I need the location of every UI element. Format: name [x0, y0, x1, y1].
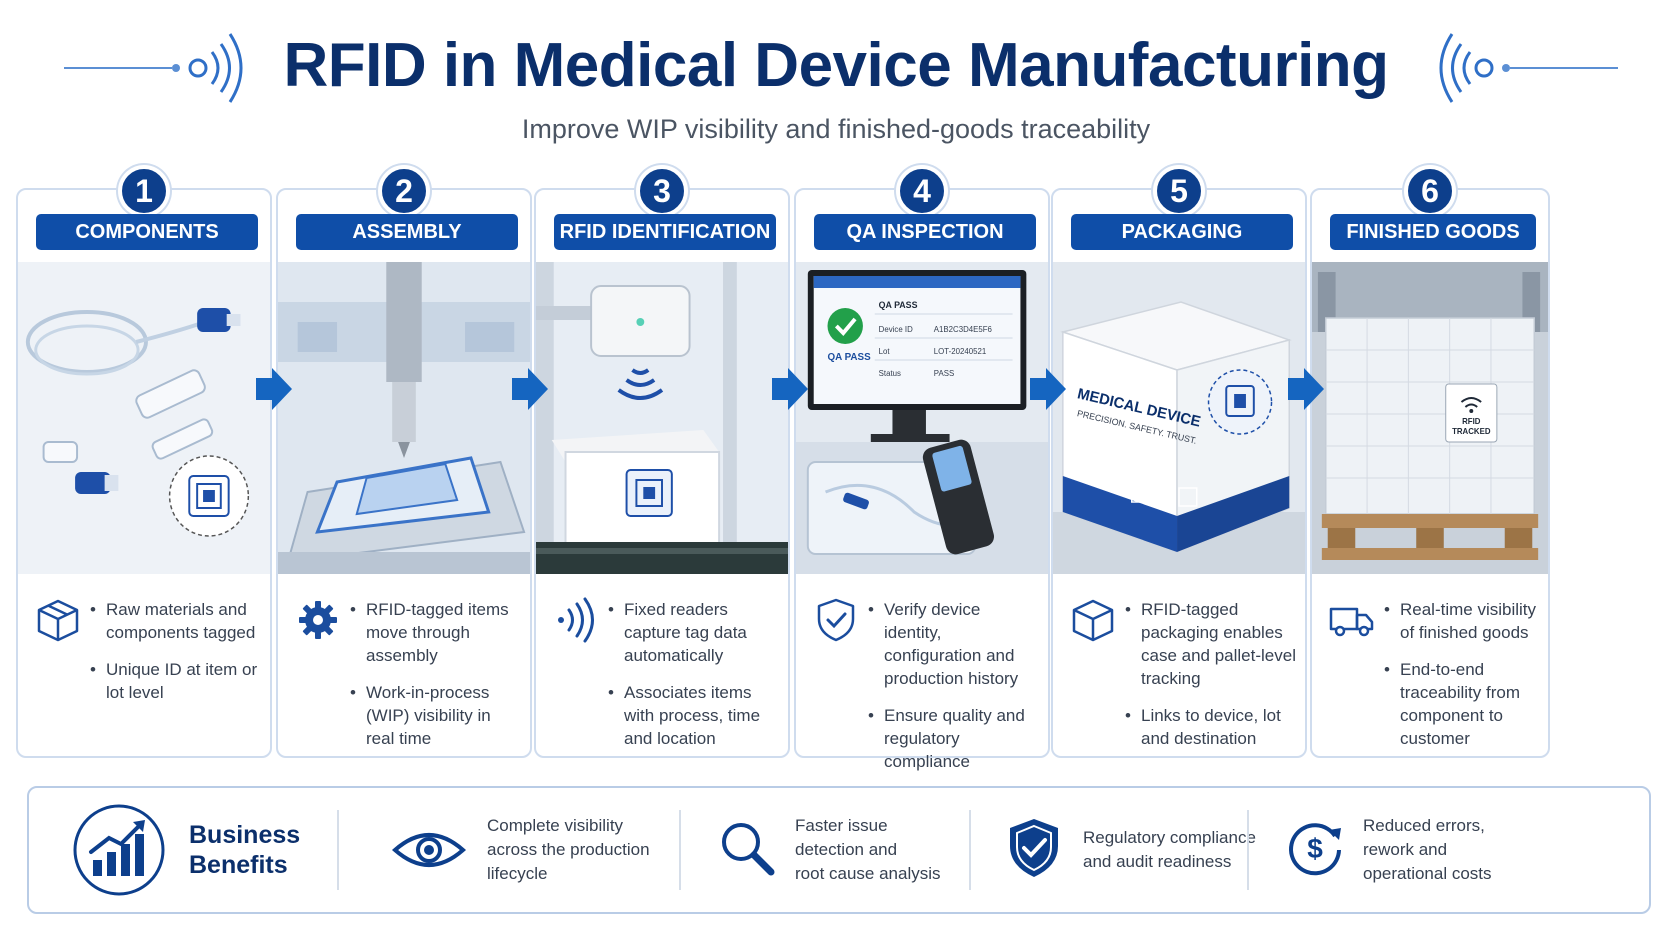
flow-arrow-icon: [512, 368, 548, 410]
magnifier-icon: [722, 823, 775, 876]
benefit-line: and audit readiness: [1083, 852, 1232, 871]
qa-inspection-illustration: QA PASS QA PASS Device ID A1B2C3D4E5F6 L…: [796, 262, 1048, 574]
step-number: 2: [378, 165, 430, 217]
package-icon: [37, 599, 79, 642]
screen-row-value: PASS: [934, 369, 954, 378]
step-description: Verify device identity, configuration an…: [806, 586, 1040, 771]
step-label: FINISHED GOODS: [1330, 214, 1536, 250]
bullet-item: RFID-tagged items move through assembly: [350, 598, 522, 667]
screen-row-key: Lot: [879, 347, 891, 356]
shield-check-icon: [817, 598, 855, 642]
step-label: ASSEMBLY: [296, 214, 518, 250]
rfid-reader-illustration: [536, 262, 788, 574]
box-icon: [1072, 599, 1114, 642]
benefit-line: Faster issue: [795, 816, 888, 835]
pallet-tag-line1: RFID: [1462, 417, 1481, 426]
benefit-text: Faster issue detection and root cause an…: [795, 814, 941, 886]
screen-row-value: A1B2C3D4E5F6: [934, 325, 993, 334]
pallet-tag-line2: TRACKED: [1452, 427, 1491, 436]
benefits-title: Business Benefits: [189, 820, 309, 880]
screen-row-key: Device ID: [879, 325, 913, 334]
truck-icon: [1329, 607, 1374, 637]
benefit-line: rework and: [1363, 840, 1448, 859]
benefits-title-line: Business: [189, 821, 301, 849]
flow-arrow-icon: [772, 368, 808, 410]
bullet-item: End-to-end traceability from component t…: [1384, 658, 1540, 750]
screen-row-value: LOT-20240521: [934, 347, 987, 356]
bullet-item: Ensure quality and regulatory compliance: [868, 704, 1040, 773]
bullet-item: Fixed readers capture tag data automatic…: [608, 598, 780, 667]
step-number: 5: [1153, 165, 1205, 217]
step-label: RFID IDENTIFICATION: [554, 214, 776, 250]
rfid-signal-icon: [558, 597, 594, 643]
bullet-item: Verify device identity, configuration an…: [868, 598, 1040, 690]
benefit-text: Reduced errors, rework and operational c…: [1363, 814, 1492, 886]
step-qa-inspection: 4 QA INSPECTION QA PASS QA PASS Device I…: [794, 165, 1050, 771]
benefit-text: Complete visibility across the productio…: [487, 814, 650, 886]
header: RFID in Medical Device Manufacturing Imp…: [0, 0, 1672, 160]
flow-arrow-icon: [1288, 368, 1324, 410]
screen-header-text: QA PASS: [879, 300, 918, 310]
process-steps: 1 COMPONENTS: [16, 160, 1656, 771]
chart-growth-icon: [73, 804, 165, 896]
step-description: Fixed readers capture tag data automatic…: [546, 586, 780, 750]
step-label: QA INSPECTION: [814, 214, 1036, 250]
bullet-item: Unique ID at item or lot level: [90, 658, 262, 704]
step-assembly: 2 ASSEMBLY: [276, 165, 532, 758]
step-label: PACKAGING: [1071, 214, 1293, 250]
finished-goods-illustration: RFID TRACKED: [1312, 262, 1548, 574]
screen-row-key: Status: [879, 369, 901, 378]
page-title: RFID in Medical Device Manufacturing: [283, 31, 1389, 100]
assembly-illustration: [278, 262, 530, 574]
flow-arrow-icon: [1030, 368, 1066, 410]
benefit-line: detection and: [795, 840, 898, 859]
benefit-line: Reduced errors,: [1363, 816, 1485, 835]
step-rfid-identification: 3 RFID IDENTIFICATION: [534, 165, 790, 758]
bullet-item: Work-in-process (WIP) visibility in real…: [350, 681, 522, 750]
step-label: COMPONENTS: [36, 214, 258, 250]
benefit-line: root cause analysis: [795, 864, 941, 883]
benefit-line: operational costs: [1363, 864, 1492, 883]
benefit-line: Complete visibility: [487, 816, 624, 835]
step-description: RFID-tagged items move through assembly …: [288, 586, 522, 750]
qa-pass-text: QA PASS: [828, 352, 872, 363]
step-finished-goods: 6 FINISHED GOODS RFID: [1310, 165, 1550, 758]
business-benefits-panel: Business Benefits Complete visibility ac…: [27, 786, 1651, 914]
packaging-illustration: MEDICAL DEVICE PRECISION. SAFETY. TRUST.: [1053, 262, 1305, 574]
bullet-item: Links to device, lot and destination: [1125, 704, 1297, 750]
divider: [969, 810, 971, 890]
gear-icon: [299, 601, 337, 639]
components-illustration: [18, 262, 270, 574]
rfid-signal-right-icon: [1439, 33, 1618, 103]
step-components: 1 COMPONENTS: [16, 165, 272, 758]
bullet-item: Real-time visibility of finished goods: [1384, 598, 1540, 644]
divider: [1247, 810, 1249, 890]
step-number: 1: [118, 165, 170, 217]
benefit-text: Regulatory compliance and audit readines…: [1083, 826, 1256, 874]
step-description: Real-time visibility of finished goods E…: [1322, 586, 1540, 750]
bullet-item: RFID-tagged packaging enables case and p…: [1125, 598, 1297, 690]
shield-check-icon: [1010, 819, 1058, 877]
divider: [337, 810, 339, 890]
step-packaging: 5 PACKAGING MEDICAL DEVICE PRECISION. SA…: [1051, 165, 1307, 758]
flow-arrow-icon: [256, 368, 292, 410]
bullet-item: Associates items with process, time and …: [608, 681, 780, 750]
eye-icon: [391, 833, 467, 867]
benefit-line: across the production: [487, 840, 650, 859]
step-description: Raw materials and components tagged Uniq…: [28, 586, 262, 750]
benefit-line: Regulatory compliance: [1083, 828, 1256, 847]
step-number: 4: [896, 165, 948, 217]
benefit-line: lifecycle: [487, 864, 548, 883]
dollar-cycle-icon: $: [1289, 823, 1341, 876]
divider: [679, 810, 681, 890]
step-number: 3: [636, 165, 688, 217]
page-subtitle: Improve WIP visibility and finished-good…: [521, 114, 1151, 144]
bullet-item: Raw materials and components tagged: [90, 598, 262, 644]
step-number: 6: [1404, 165, 1456, 217]
benefits-title-line: Benefits: [189, 851, 288, 879]
rfid-signal-left-icon: [64, 33, 243, 103]
svg-text:$: $: [1307, 833, 1323, 864]
step-description: RFID-tagged packaging enables case and p…: [1063, 586, 1297, 750]
